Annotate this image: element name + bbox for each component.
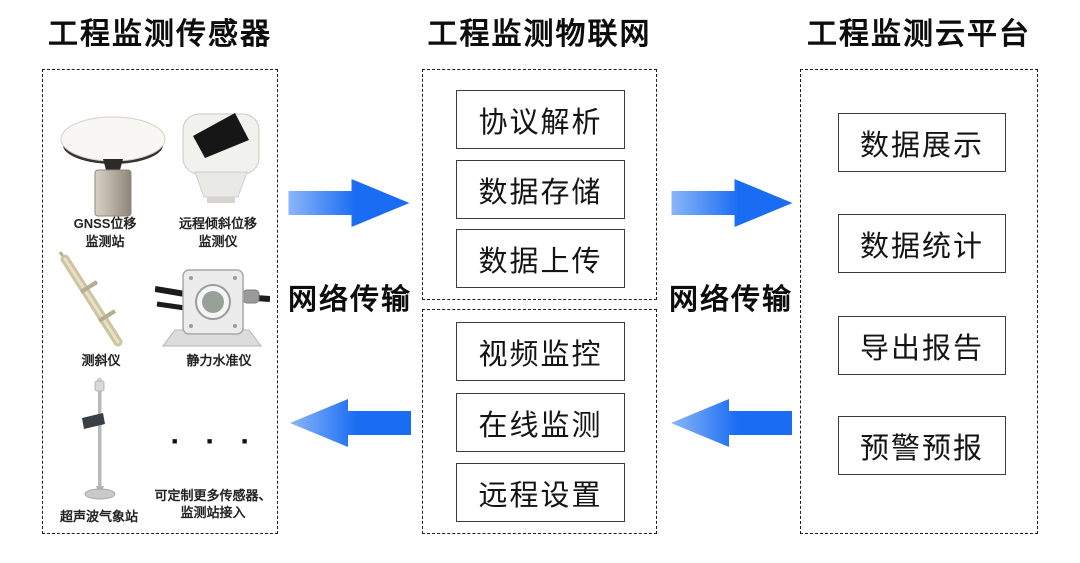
iot-box-remote-settings: 远程设置 — [456, 463, 625, 522]
cloud-box-data-statistics: 数据统计 — [838, 214, 1006, 273]
cloud-box-early-warning: 预警预报 — [838, 416, 1006, 475]
gnss-station-label: GNSS位移 监测站 — [73, 216, 137, 249]
iot-box-protocol-parsing: 协议解析 — [456, 90, 625, 149]
sensors-column-title: 工程监测传感器 — [48, 18, 272, 51]
network-transport-label-right: 网络传输 — [668, 284, 793, 316]
weather-station-label: 超声波气象站 — [59, 509, 138, 524]
cloud-column-title: 工程监测云平台 — [807, 18, 1031, 51]
more-sensors-dots: ■ ■ ■ — [172, 436, 260, 446]
weather-station-image — [82, 377, 116, 500]
more-sensors-note: 可定制更多传感器、 监测站接入 — [154, 488, 272, 520]
iot-box-data-upload: 数据上传 — [456, 229, 625, 288]
cloud-box-export-report: 导出报告 — [838, 316, 1006, 375]
network-transport-label-left: 网络传输 — [287, 284, 412, 316]
hydrostatic-level-image — [155, 269, 270, 347]
iot-box-video-monitoring: 视频监控 — [456, 322, 625, 381]
arrow-right-sensors-to-iot — [288, 179, 410, 227]
inclinometer-image — [58, 251, 123, 347]
arrow-right-iot-to-cloud — [671, 179, 793, 227]
iot-column-title: 工程监测物联网 — [427, 18, 652, 51]
inclinometer-label: 测斜仪 — [81, 353, 121, 368]
tilt-monitor-image — [182, 113, 260, 203]
iot-box-online-monitoring: 在线监测 — [456, 393, 625, 452]
hydrostatic-level-label: 静力水准仪 — [186, 353, 252, 368]
arrow-left-iot-to-sensors — [290, 399, 411, 447]
arrow-left-cloud-to-iot — [671, 399, 792, 447]
cloud-box-data-display: 数据展示 — [838, 113, 1006, 172]
iot-box-data-storage: 数据存储 — [456, 160, 625, 219]
gnss-station-image — [60, 116, 166, 217]
tilt-monitor-label: 远程倾斜位移 监测仪 — [178, 216, 257, 249]
